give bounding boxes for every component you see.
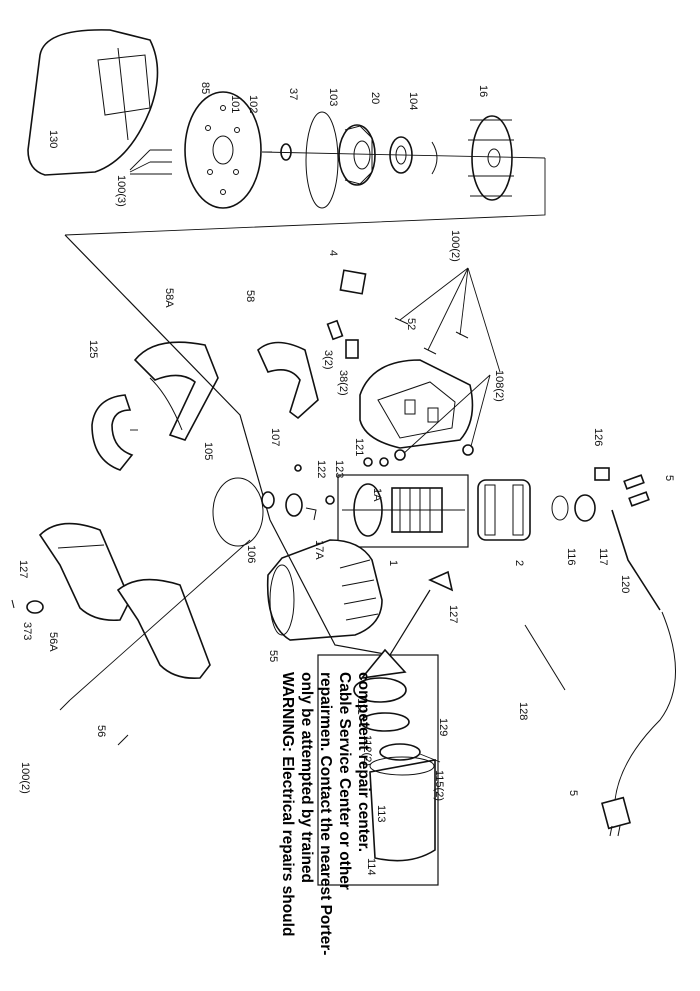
part-55-housing [266, 539, 383, 641]
callout-102: 102 [247, 95, 259, 113]
part-128-tie [524, 624, 566, 691]
callout-125: 125 [87, 340, 99, 358]
part-129-frame [317, 654, 439, 886]
part-56-shroud [116, 578, 211, 680]
warning-line-4: Cable Service Center or other [336, 672, 353, 890]
callout-127: 127 [447, 605, 459, 623]
part-16-fan [468, 115, 514, 201]
callout-85: 85 [199, 82, 211, 94]
part-108-nuts [394, 374, 491, 461]
callout-105: 105 [202, 442, 214, 460]
part-373-label [26, 600, 44, 614]
callout-123: 123 [333, 460, 345, 478]
callout-100-2-low: 100(2) [19, 762, 31, 794]
callout-117: 117 [597, 548, 609, 566]
callout-2: 2 [513, 560, 525, 566]
callout-37: 37 [287, 88, 299, 100]
callout-114: 114 [365, 858, 377, 876]
part-111-nozzle [353, 648, 407, 703]
part-125-ring [91, 394, 138, 471]
part-58-shroud [257, 341, 319, 420]
part-115-lead [419, 753, 441, 763]
callout-38-2: 38(2) [337, 370, 349, 396]
callout-129: 129 [437, 718, 449, 736]
part-112-filter [360, 712, 410, 732]
part-1-armature [342, 483, 465, 537]
callout-1A: 1A [371, 488, 383, 502]
callout-130: 130 [47, 130, 59, 148]
callout-122: 122 [315, 460, 327, 478]
part-58A-shroud [133, 341, 219, 441]
part-126-strain-relief [594, 467, 650, 507]
part-130-housing-box [27, 29, 159, 176]
callout-116: 116 [565, 548, 577, 566]
callout-108: 108(2) [493, 370, 505, 402]
callout-1: 1 [387, 560, 399, 566]
warning-line-3: repairmen. Contact the nearest Porter- [317, 672, 334, 955]
part-113-disc [379, 743, 421, 761]
part-120-cord [601, 509, 676, 837]
callout-20: 20 [369, 92, 381, 104]
part-2-field [477, 479, 531, 541]
callout-56: 56 [95, 725, 107, 737]
bracket-line-low [269, 519, 431, 656]
callout-120: 120 [619, 575, 631, 593]
warning-line-5: competent repair center. [355, 672, 372, 852]
callout-58: 58 [244, 290, 256, 302]
warning-block: WARNING: Electrical repairs should only … [279, 672, 372, 955]
callout-5-bottom: 5 [567, 790, 579, 796]
part-37-belt [305, 111, 339, 209]
callout-16: 16 [477, 85, 489, 97]
part-107-122-123-small [294, 457, 389, 521]
callout-5-top: 5 [663, 475, 675, 481]
callout-112: 112(2) [361, 735, 373, 766]
callout-106: 106 [245, 545, 257, 563]
bracket-line-top [64, 158, 546, 236]
part-106-washers [261, 491, 303, 517]
part-104-retaining-ring [431, 141, 438, 175]
callout-127b: 127 [17, 560, 29, 578]
callout-3-2: 3(2) [322, 350, 334, 370]
part-100-screws-low [59, 539, 251, 746]
callout-103: 103 [327, 88, 339, 106]
part-114-bag [369, 756, 436, 862]
part-85-pad-disc [184, 91, 262, 209]
callout-126: 126 [592, 428, 604, 446]
callout-121: 121 [353, 438, 365, 456]
callout-17A: 17A [313, 540, 325, 560]
callout-52: 52 [405, 318, 417, 330]
part-117-bearing [574, 494, 596, 522]
callout-55: 55 [267, 650, 279, 662]
part-52-motor-housing [359, 359, 474, 449]
part-127-pin [11, 599, 15, 609]
callout-58A: 58A [163, 288, 175, 308]
part-105-o-ring [212, 477, 264, 547]
callout-100-3-top: 100(3) [115, 175, 127, 207]
part-100-screws-top [129, 149, 172, 175]
part-103-pulley [338, 124, 376, 186]
part-127-lever [428, 570, 454, 592]
warning-line-1: WARNING: Electrical repairs should [279, 672, 296, 936]
callout-56A: 56A [47, 632, 59, 652]
axis-line-top [261, 151, 546, 159]
callout-100-2-mid: 100(2) [449, 230, 461, 262]
part-56A-shroud [38, 522, 131, 622]
part-4-switch [339, 269, 367, 295]
part-116-ring [551, 495, 569, 521]
warning-line-2: only be attempted by trained [298, 672, 315, 883]
callout-111: 111 [355, 698, 367, 715]
part-100-screws-mid [394, 267, 501, 373]
callout-128: 128 [517, 702, 529, 720]
callout-107: 107 [269, 428, 281, 446]
callout-4: 4 [327, 250, 339, 256]
callout-373: 373 [21, 622, 33, 640]
callout-115: 115(2) [433, 770, 445, 801]
armature-box [337, 474, 469, 548]
callout-104: 104 [407, 92, 419, 110]
bracket-line-mid [64, 234, 271, 521]
callout-101: 101 [229, 95, 241, 113]
part-3-38-brushes [326, 319, 359, 359]
callout-113: 113 [375, 805, 387, 823]
